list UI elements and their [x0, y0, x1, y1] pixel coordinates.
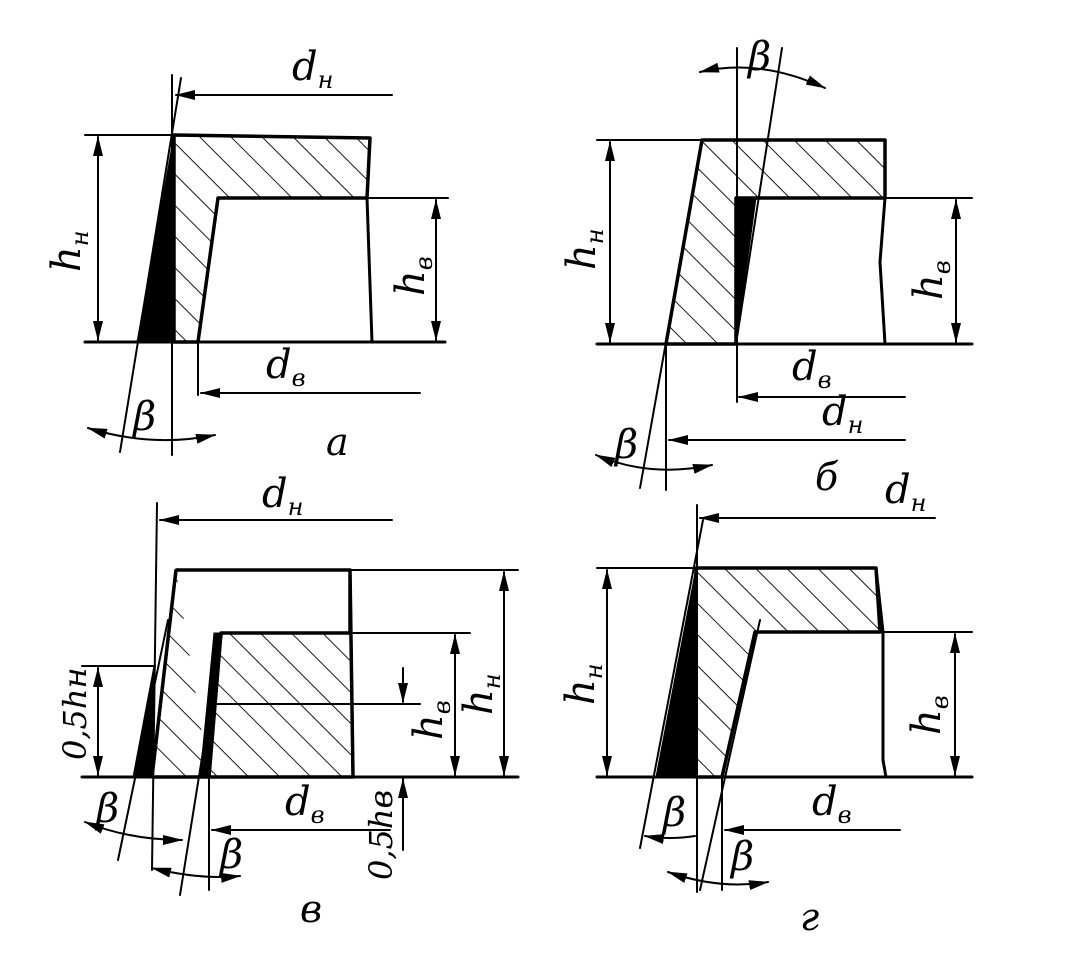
label-d-inner: dв: [812, 779, 852, 829]
panel-b: β hн hв dв dн β б: [559, 34, 974, 499]
label-h-inner: hв: [406, 700, 456, 740]
label-d-inner: dв: [266, 342, 306, 392]
label-h-outer: hн: [44, 230, 94, 272]
label-beta: β: [131, 394, 156, 440]
panel-a: dн hн hв dв β а: [44, 44, 449, 464]
draft-wedge-outer: [132, 665, 155, 778]
panel-caption: а: [326, 420, 349, 464]
label-h-outer: hн: [456, 673, 506, 715]
forging-body: [150, 568, 355, 779]
label-half-h-outer: 0,5hн: [56, 667, 94, 760]
panel-caption: в: [300, 887, 322, 931]
draft-slope-line: [735, 47, 783, 345]
angle-arc-bottom: [595, 454, 713, 474]
inner-cavity-outline: [878, 196, 887, 346]
angle-arc-inner: [667, 871, 769, 891]
label-beta-bottom: β: [613, 422, 638, 468]
forging-body: [172, 133, 372, 344]
draft-wedge-outer: [655, 567, 697, 778]
draft-slope-line-inner: [699, 619, 761, 891]
label-h-inner: hв: [904, 695, 954, 735]
label-d-outer: dн: [292, 44, 333, 94]
inner-cavity-outline: [365, 196, 374, 344]
panel-v: dн 0,5hн hв hн dв 0,5hв β β в: [56, 471, 520, 931]
label-beta-inner: β: [729, 834, 754, 880]
label-d-inner: dв: [792, 344, 832, 394]
angle-arc-outer: [644, 834, 696, 844]
panel-caption: б: [815, 455, 839, 499]
angle-arc-top: [699, 62, 826, 89]
draft-slope-line-inner: [179, 632, 223, 896]
label-h-outer: hн: [558, 663, 608, 705]
draft-slope-line: [117, 619, 169, 861]
label-d-outer: dн: [822, 389, 863, 439]
draft-slope-line: [119, 77, 182, 453]
label-h-inner: hв: [906, 260, 956, 300]
label-beta-outer: β: [661, 790, 686, 836]
inner-cavity-outline: [874, 566, 888, 779]
label-d-outer: dн: [262, 471, 303, 521]
label-half-h-inner: 0,5hв: [362, 790, 400, 880]
forging-body: [694, 566, 882, 779]
label-d-inner: dв: [285, 779, 325, 829]
label-beta-top: β: [746, 34, 771, 80]
label-h-outer: hн: [559, 228, 609, 270]
angle-arc-outer: [84, 821, 183, 845]
panel-caption: г: [800, 895, 819, 939]
angle-arc-inner: [151, 867, 241, 883]
label-d-outer: dн: [885, 467, 926, 517]
draft-slope-line: [639, 519, 704, 849]
label-h-inner: hв: [388, 256, 438, 296]
draft-slope-line-outer: [639, 139, 703, 489]
forging-body: [664, 138, 887, 346]
angle-arc: [87, 427, 216, 444]
label-beta-outer: β: [94, 786, 119, 832]
panel-g: dн hн hв dв β β г: [558, 467, 974, 939]
label-beta-inner: β: [218, 832, 243, 878]
